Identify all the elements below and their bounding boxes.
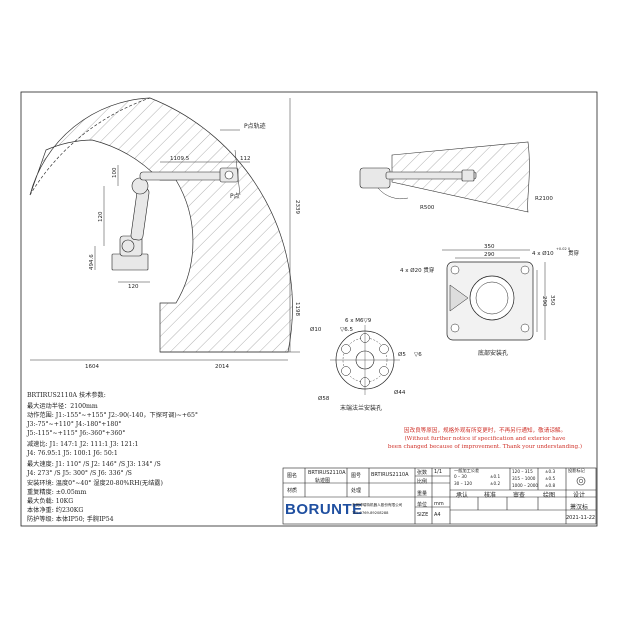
drawing-date: 2021-11-22	[566, 515, 596, 521]
dim-120-horizontal: 120	[128, 284, 139, 290]
flange-d58: Ø58	[318, 395, 330, 402]
r2100-label: R2100	[535, 196, 553, 202]
spec-line: J3:-75°~+110° J4:-180°+180°	[27, 421, 122, 428]
end-flange-view: 6 x M6▽9 Ø10 ▽6.5 Ø5 ▽6 Ø58 Ø44 末端法兰安装孔	[310, 318, 422, 412]
robot-side-silhouette	[111, 167, 239, 271]
flange-d10-depth: ▽6.5	[340, 327, 353, 333]
robot-top-silhouette	[359, 167, 477, 189]
tol-cell: ±0.3	[545, 469, 556, 474]
flange-caption: 末端法兰安装孔	[340, 404, 382, 412]
dim-100: 100	[112, 167, 118, 178]
base-through: 贯穿	[568, 249, 580, 257]
company-name: 东莞博瑞特机器人股份有限公司	[352, 503, 403, 507]
tol-cell: 1000 – 2000	[512, 483, 539, 488]
label-unit: 单位	[417, 502, 428, 508]
spec-line: 本体净重: 约230KG	[27, 507, 84, 514]
base-mounting-view: 350 290 350 290 4 x Ø20 贯穿 4 x Ø10 +0.02…	[400, 244, 580, 357]
design-label: 设计	[573, 492, 586, 499]
dim-112: 112	[240, 156, 251, 162]
tol-cell: 315 – 1000	[512, 476, 536, 481]
base-tolerance: +0.02 0	[556, 247, 570, 251]
label-ratio: 比例	[417, 479, 428, 485]
notice-line: been changed because of improvement. Tha…	[387, 444, 583, 450]
size-value: A4	[434, 512, 441, 518]
spec-line: BRTIRUS2110A 技术参数:	[27, 392, 106, 399]
dim-1198: 1198	[294, 302, 300, 316]
spec-line: 重复精度: ±0.05mm	[27, 489, 87, 496]
brand-logo: BORUNTE	[285, 501, 363, 518]
spec-line: 动作范围: J1:-155°~+155° J2:-90(-140，下探可调)~+…	[27, 412, 199, 419]
name-value-2: 轨迹图	[315, 478, 331, 484]
label-treatment: 处理	[351, 488, 362, 494]
tol-cell: 30 – 120	[454, 481, 473, 486]
spec-line: 安装环境: 温度0°~40° 湿度20-80%RH(无结露)	[27, 480, 163, 487]
workspace-top-view: R500 R2100	[359, 141, 553, 213]
base-dim-290-side: 290	[541, 296, 547, 307]
flange-d44: Ø44	[394, 389, 406, 396]
base-hole-20: 4 x Ø20 贯穿	[400, 266, 435, 274]
side-dimension-lines	[30, 98, 291, 361]
tol-cell: ±0.2	[490, 481, 501, 486]
notice-line: 因改良等原因，规格外观有所变更时，不再另行通知，敬请谅解。	[403, 428, 567, 434]
tolerance-header: 一般加工公差	[454, 468, 480, 473]
sign-approve: 承认	[456, 492, 469, 499]
company-tel: TEL:0769-89208288	[352, 511, 389, 515]
sheets-value: 1/1	[434, 469, 443, 475]
spec-line: 防护等级: 本体IP50; 手腕IP54	[27, 516, 114, 523]
label-sheets: 张数	[417, 470, 428, 476]
sign-draw: 绘图	[543, 492, 556, 499]
spec-line: 最大速度: J1: 110° /S J2: 146° /S J3: 134° /…	[27, 461, 161, 468]
dim-2339: 2339	[294, 200, 300, 214]
tol-cell: 120 – 315	[512, 469, 533, 474]
base-caption: 底部安装孔	[478, 349, 508, 357]
dim-1604: 1604	[85, 364, 99, 370]
base-dim-290-top: 290	[484, 252, 495, 258]
tol-cell: 0 – 30	[454, 474, 467, 479]
flange-d10: Ø10	[310, 326, 322, 333]
r500-label: R500	[420, 205, 435, 211]
p-point-label: P点	[230, 192, 240, 200]
unit-value: mm	[434, 501, 444, 507]
name-value-1: BRTIRUS2110A	[308, 470, 346, 476]
label-weight: 重量	[417, 491, 428, 497]
projection-symbol	[576, 476, 586, 486]
dim-2014: 2014	[215, 364, 229, 370]
spec-line: J4: 76.95:1 J5: 100:1 J6: 50:1	[27, 450, 118, 457]
label-name: 图名	[287, 473, 298, 479]
tol-cell: ±0.1	[490, 474, 501, 479]
tol-cell: ±0.8	[545, 483, 556, 488]
sign-review: 审查	[513, 492, 526, 499]
base-hole-10: 4 x Ø10	[532, 250, 554, 257]
tol-cell: ±0.5	[545, 476, 556, 481]
drawing-no: BRTIRUS2110A	[371, 472, 409, 478]
projection-label: 投影标记	[568, 468, 585, 473]
title-block-grid	[282, 467, 597, 525]
flange-m6: 6 x M6▽9	[345, 318, 372, 324]
spec-line: 最大运动半径：2100mm	[27, 403, 98, 410]
spec-line: 最大负载: 10KG	[27, 498, 74, 505]
base-dim-350-side: 350	[549, 295, 555, 306]
designer-name: 萧汉标	[570, 504, 589, 511]
flange-d5-depth: ▽6	[414, 352, 422, 358]
flange-d5: Ø5	[398, 351, 406, 358]
spec-line: 减速比: J1: 147:1 J2: 111:1 J3: 121:1	[27, 441, 139, 448]
spec-line: J5:-115°~+115° J6:-360°+360°	[27, 430, 126, 437]
workspace-side-view: 1109.5 112 100 120 494.6 120 2339 1198 1…	[29, 97, 300, 370]
dim-120-vertical: 120	[98, 211, 104, 222]
sheet-frame	[20, 91, 598, 527]
dim-1109: 1109.5	[170, 156, 190, 162]
sign-verify: 核准	[484, 492, 497, 499]
dim-494: 494.6	[89, 254, 95, 270]
notice-line: (Without further notice if specification…	[404, 436, 566, 442]
spec-line: J4: 273° /S J5: 300° /S J6: 336° /S	[27, 470, 132, 477]
label-size: SIZE	[417, 512, 429, 518]
label-material: 材质	[287, 488, 298, 494]
base-dim-350-top: 350	[484, 244, 495, 250]
workspace-hatched-area	[29, 97, 293, 353]
p-track-label: P点轨迹	[244, 122, 266, 130]
label-drawing-no: 图号	[351, 473, 362, 479]
